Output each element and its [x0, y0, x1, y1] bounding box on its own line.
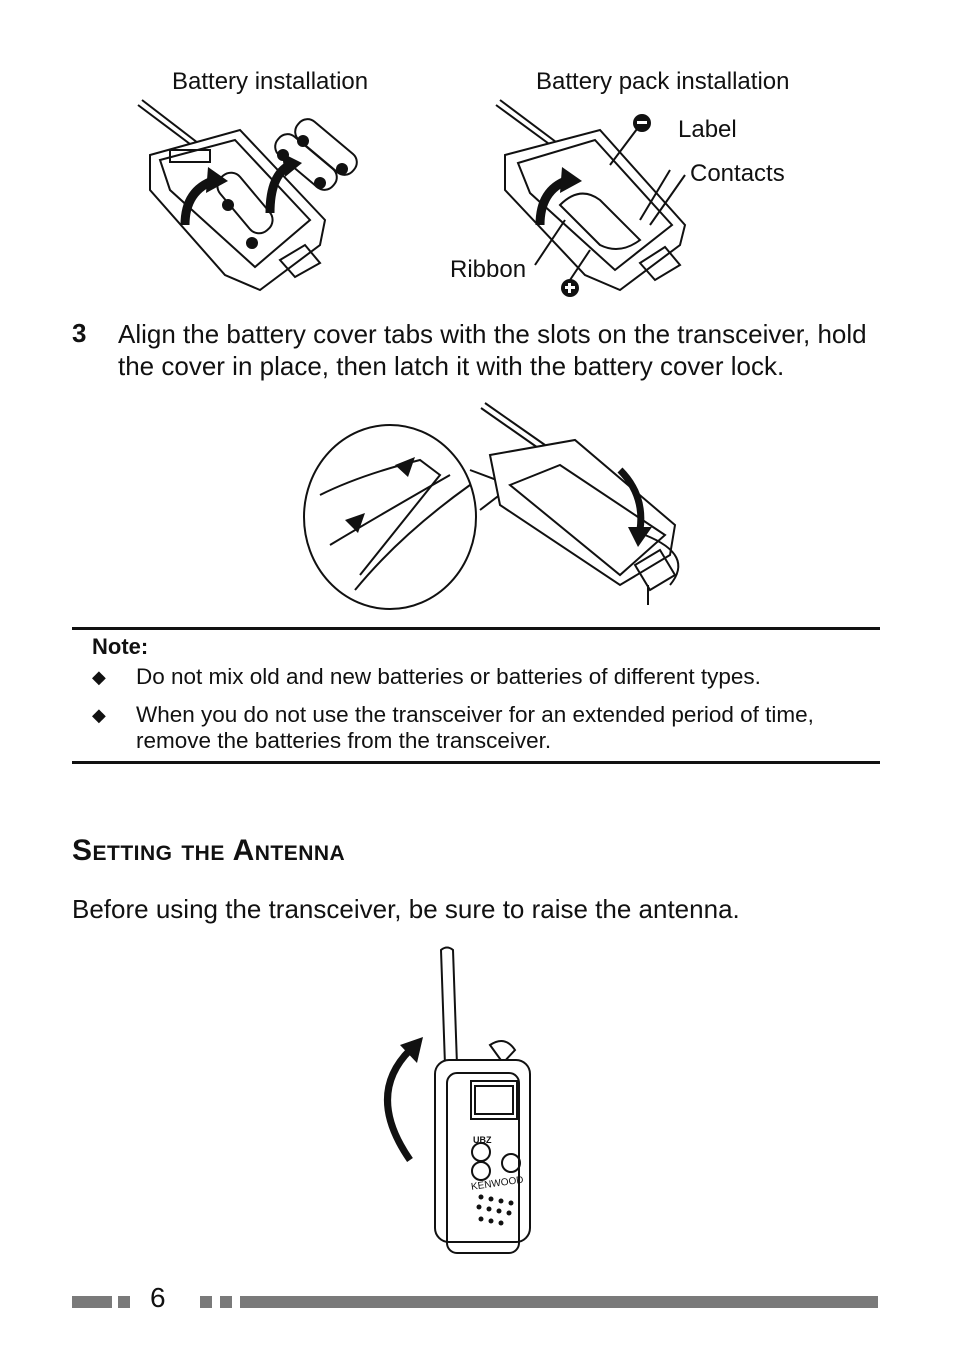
footer-square	[220, 1296, 232, 1308]
footer-square	[200, 1296, 212, 1308]
diamond-bullet-icon: ◆	[92, 705, 106, 725]
step-text: Align the battery cover tabs with the sl…	[118, 319, 867, 381]
ribbon-callout: Ribbon	[450, 256, 527, 283]
battery-installation-illustration	[137, 99, 358, 292]
radio-model-text: UBZ	[473, 1135, 492, 1145]
label-callout: Label	[678, 116, 737, 143]
footer-square	[118, 1296, 130, 1308]
section-heading: Setting the Antenna	[72, 834, 346, 867]
footer-bar-right	[240, 1296, 878, 1308]
contacts-callout: Contacts	[690, 160, 785, 187]
note-top-rule	[72, 627, 880, 630]
battery-pack-installation-illustration	[495, 99, 687, 297]
transceiver-antenna-illustration: UBZ KENWOOD	[384, 946, 531, 1254]
footer-bar-left	[72, 1296, 112, 1308]
section-intro: Before using the transceiver, be sure to…	[72, 894, 740, 924]
note-item: ◆ When you do not use the transceiver fo…	[92, 702, 862, 754]
battery-cover-illustration	[303, 402, 680, 610]
step-number: 3	[72, 318, 87, 348]
note-bottom-rule	[72, 761, 880, 764]
note-title: Note:	[92, 634, 149, 659]
page-number: 6	[150, 1282, 166, 1313]
note-item-text: Do not mix old and new batteries or batt…	[136, 664, 761, 689]
note-item-text: When you do not use the transceiver for …	[136, 702, 814, 753]
battery-installation-caption: Battery installation	[172, 68, 369, 95]
diamond-bullet-icon: ◆	[92, 667, 106, 687]
battery-pack-installation-caption: Battery pack installation	[536, 68, 790, 95]
note-item: ◆ Do not mix old and new batteries or ba…	[92, 664, 862, 690]
